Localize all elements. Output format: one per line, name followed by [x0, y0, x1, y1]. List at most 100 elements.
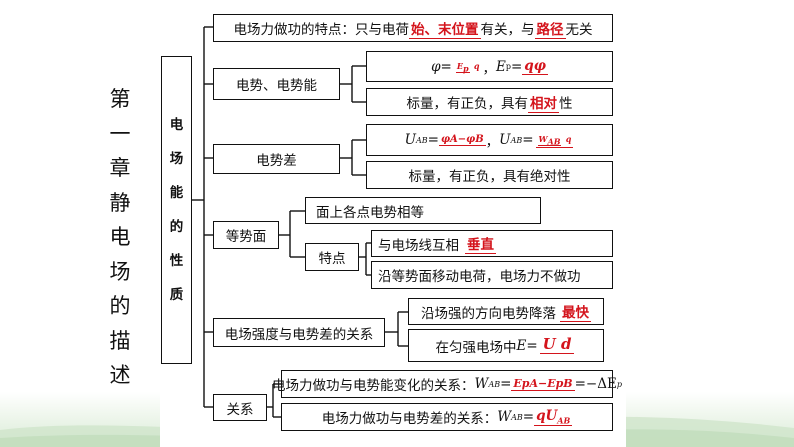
symbol: = — [427, 132, 439, 148]
text: 无关 — [565, 22, 593, 38]
text: 面上各点电势相等 — [316, 204, 424, 221]
node-feature-perpendicular: 与电场线互相垂直 — [371, 230, 613, 257]
subscript: p — [505, 62, 511, 71]
answer-blank: qUAB — [534, 407, 573, 427]
label: 特点 — [318, 251, 346, 267]
symbol: = — [522, 132, 534, 148]
numerator: W — [538, 134, 548, 145]
title-char: 章 — [109, 156, 131, 180]
title-char: 描 — [109, 328, 131, 353]
symbol: = — [510, 58, 523, 75]
root-node-field-energy: 电 场 能 的 性 质 — [161, 56, 192, 364]
node-relations: 关系 — [213, 394, 267, 421]
chapter-title: 第 一 章 静 电 场 的 描 述 — [100, 82, 140, 393]
text: 性 — [559, 96, 573, 112]
answer-blank: φA−φB — [438, 134, 486, 146]
text: 有关，与 — [480, 22, 535, 38]
answer-blank: 垂直 — [465, 233, 496, 254]
label: 关系 — [226, 401, 254, 418]
title-char: 的 — [109, 294, 131, 318]
text: =−ΔE — [574, 376, 617, 392]
text: 电场力做功与电势差的关系： — [321, 411, 498, 427]
symbol: E — [495, 58, 506, 75]
symbol: φ — [431, 58, 441, 75]
answer-blank: 路径 — [534, 18, 566, 39]
symbol: = — [526, 337, 538, 354]
symbol: W — [474, 376, 489, 392]
symbol: W — [497, 409, 512, 425]
label: 等势面 — [225, 229, 267, 245]
numerator: E — [456, 61, 463, 72]
text: 沿场强的方向电势降落 — [421, 305, 556, 322]
node-equipotential: 等势面 — [213, 221, 279, 249]
symbol: U — [404, 132, 417, 148]
text: 电场力做功与电势能变化的关系： — [272, 378, 475, 394]
node-equipotential-features: 特点 — [305, 243, 359, 271]
symbol: = — [440, 58, 452, 75]
root-char: 场 — [169, 151, 184, 167]
text: 在匀强电场中 — [435, 339, 517, 356]
root-char: 质 — [169, 287, 184, 303]
node-drop-fastest: 沿场强的方向电势降落最快 — [408, 298, 604, 325]
symbol: ， — [482, 60, 496, 77]
symbol: U — [499, 132, 511, 148]
denominator: d — [561, 334, 572, 353]
denominator: q — [565, 134, 572, 145]
root-char: 性 — [169, 253, 184, 269]
denominator: q — [473, 61, 480, 72]
label: 电势、电势能 — [236, 78, 317, 94]
text: 标量，有正负，具有绝对性 — [408, 169, 571, 185]
node-potential-scalar: 标量，有正负，具有相对性 — [366, 88, 613, 116]
symbol: = — [522, 409, 535, 425]
subscript: p — [462, 63, 469, 74]
node-feature-no-work: 沿等势面移动电荷，电场力不做功 — [371, 261, 613, 289]
answer-blank: qφ — [522, 58, 548, 75]
title-char: 一 — [109, 121, 131, 146]
subscript: AB — [547, 136, 561, 147]
numerator: U — [541, 334, 557, 354]
label: 电势差 — [256, 153, 297, 169]
answer-fraction: U d — [539, 334, 574, 355]
symbol: = — [500, 376, 512, 392]
subscript: AB — [557, 415, 571, 426]
answer-blank: 最快 — [560, 301, 591, 322]
title-char: 第 — [109, 87, 131, 111]
root-char: 电 — [169, 117, 184, 133]
subscript: AB — [510, 135, 523, 145]
subscript: AB — [416, 135, 428, 145]
symbol: ， — [485, 134, 500, 150]
label: 电场强度与电势差的关系 — [224, 326, 374, 343]
node-field-strength-relation: 电场强度与电势差的关系 — [213, 318, 385, 347]
root-char: 的 — [169, 219, 184, 235]
text: 与电场线互相 — [378, 237, 459, 254]
text: 电场力做功的特点：只与电荷 — [233, 22, 410, 38]
subscript: AB — [511, 412, 523, 422]
answer-fraction: WAB q — [535, 132, 574, 148]
subscript: AB — [488, 379, 501, 389]
node-potential-energy: 电势、电势能 — [213, 68, 340, 100]
node-potential-diff-scalar: 标量，有正负，具有绝对性 — [366, 161, 613, 189]
answer-blank: 始、末位置 — [409, 18, 481, 39]
symbol: E — [516, 337, 527, 354]
text: 标量，有正负，具有 — [406, 96, 529, 112]
title-char: 电 — [109, 225, 131, 249]
node-work-feature: 电场力做功的特点：只与电荷始、末位置有关，与路径无关 — [213, 14, 613, 42]
node-potential-diff: 电势差 — [213, 144, 340, 174]
root-char: 能 — [169, 185, 184, 201]
subscript: p — [616, 379, 622, 389]
title-char: 静 — [109, 190, 131, 215]
answer-blank: EpA−EpB — [511, 377, 575, 391]
answer-text: qU — [536, 407, 558, 424]
answer-blank: 相对 — [528, 92, 559, 113]
answer-fraction: Ep q — [454, 59, 482, 74]
node-equipotential-item1: 面上各点电势相等 — [305, 197, 541, 224]
title-char: 场 — [109, 259, 131, 284]
text: 沿等势面移动电荷，电场力不做功 — [378, 269, 581, 285]
title-char: 述 — [109, 363, 131, 387]
